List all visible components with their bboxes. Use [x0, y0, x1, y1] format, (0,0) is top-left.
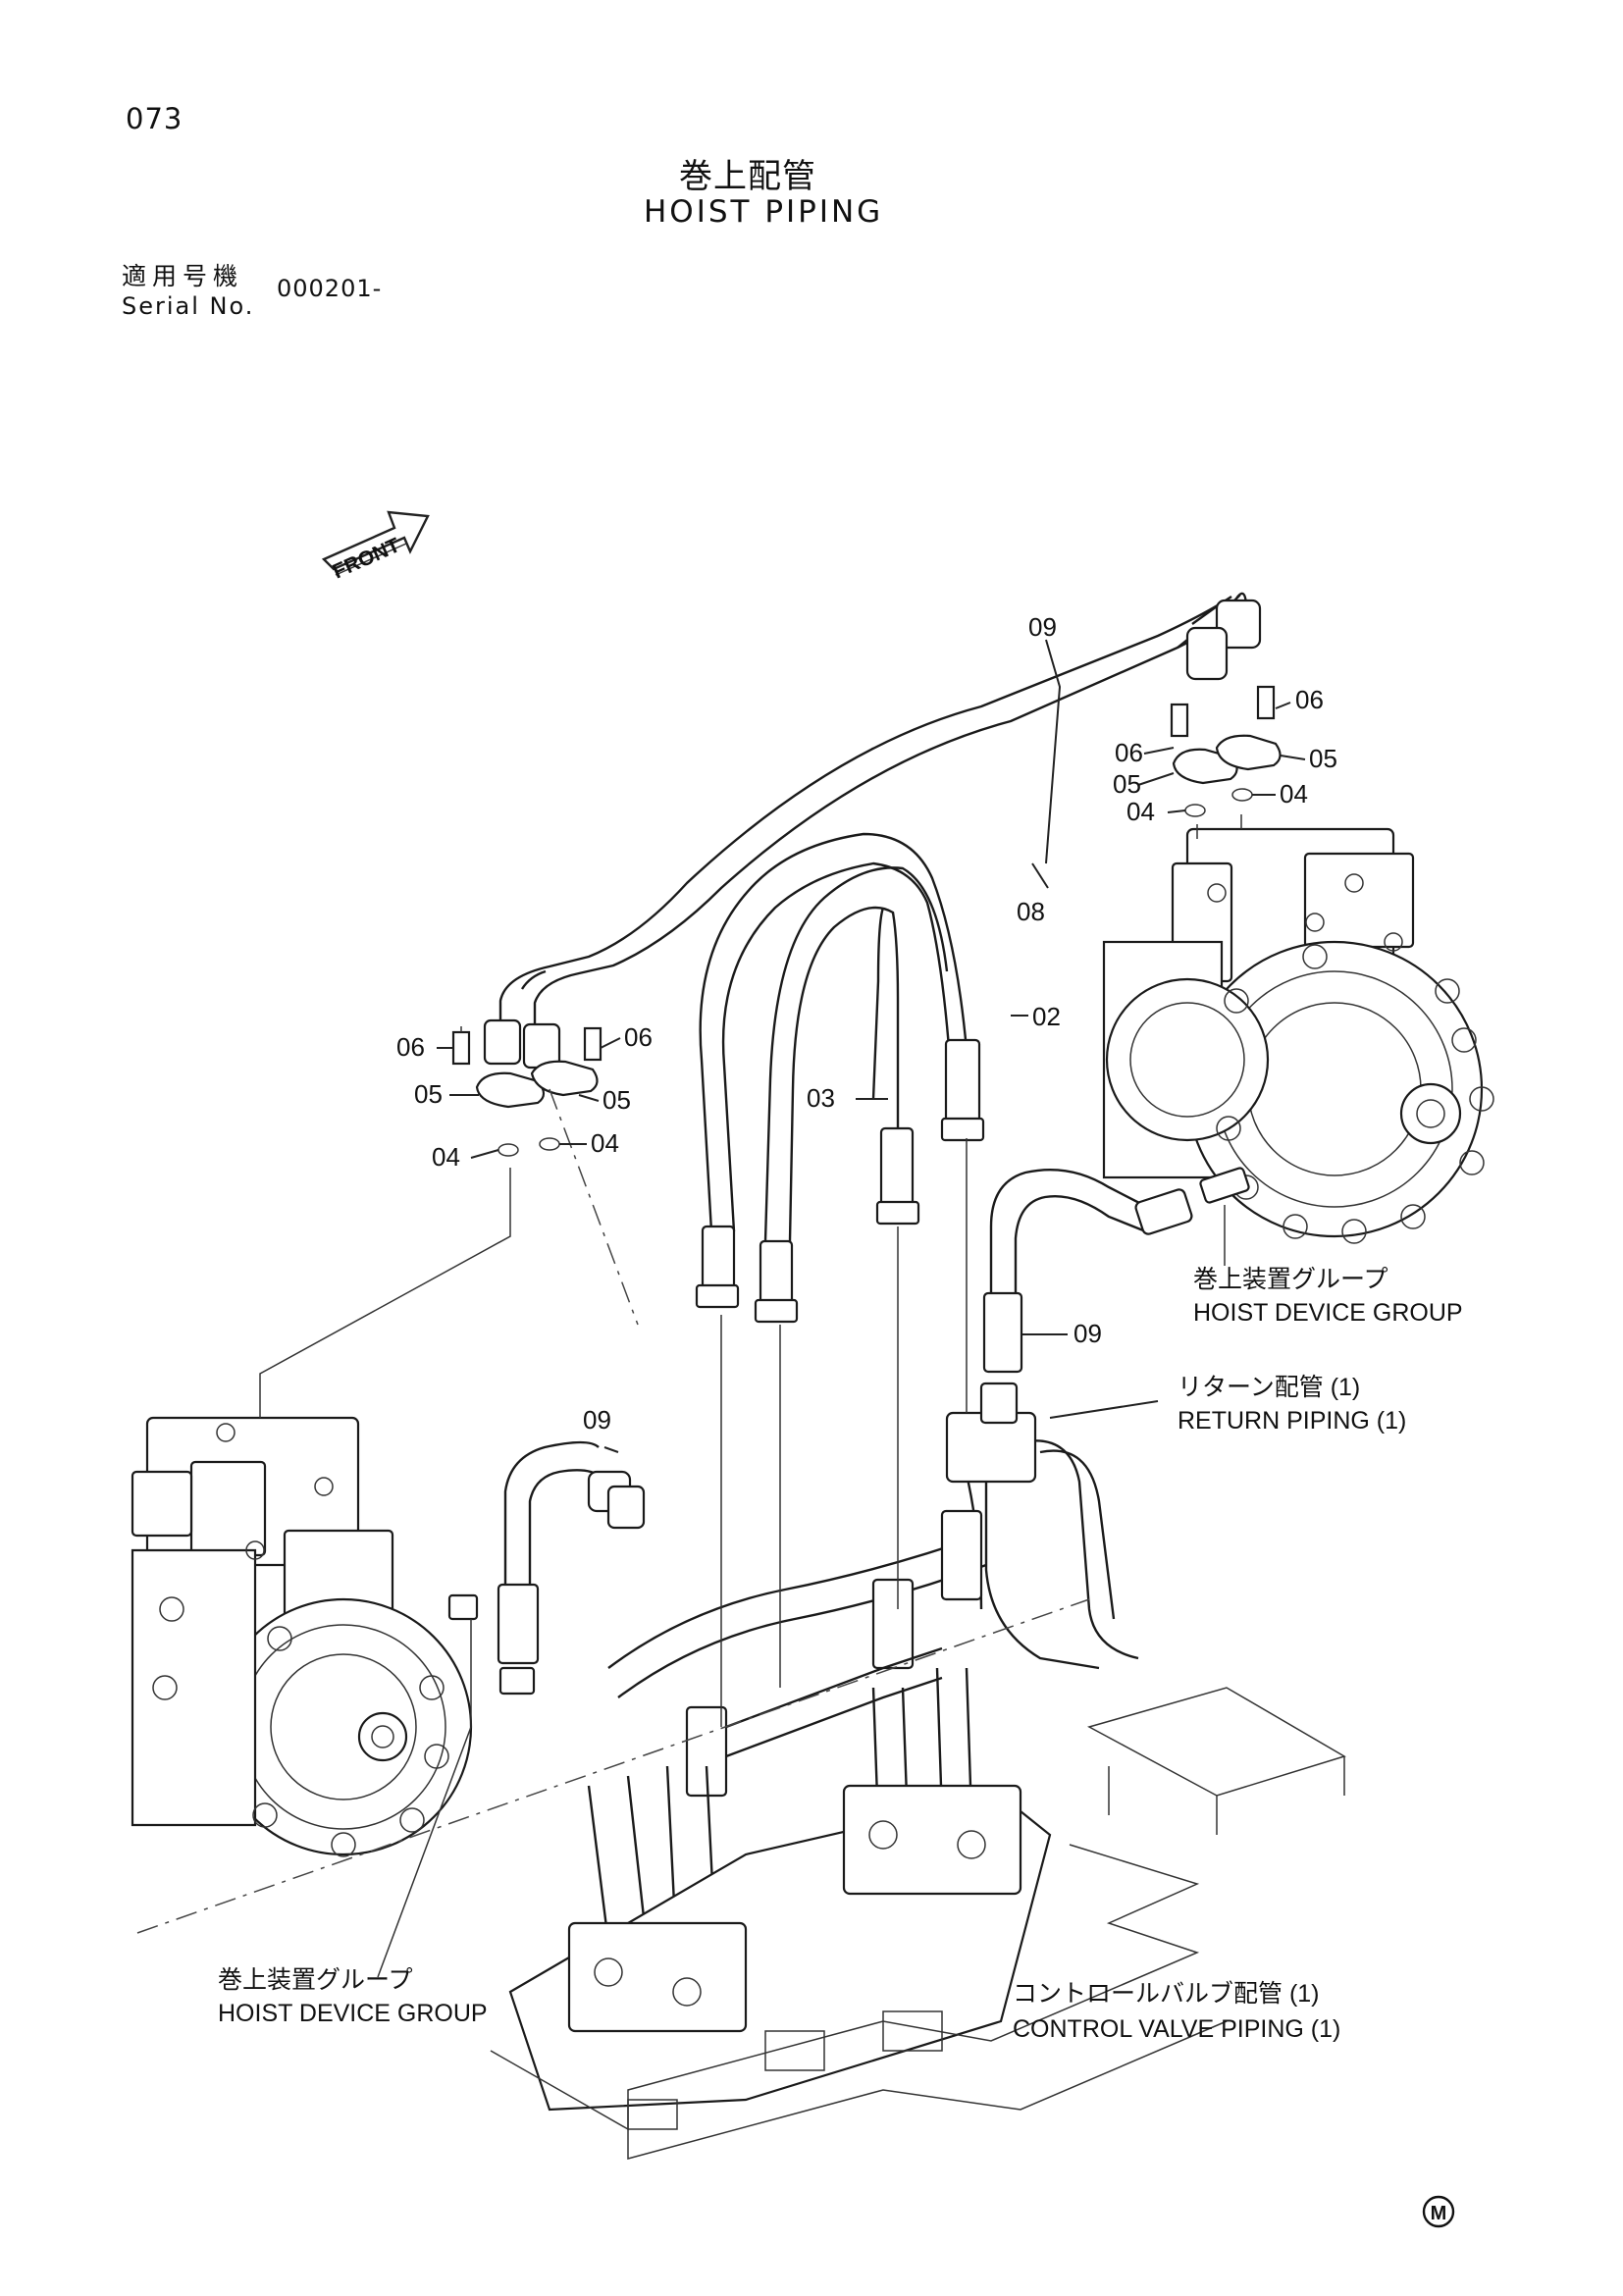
callout-02: 02: [1032, 1002, 1061, 1031]
serial-label-jp: 適用号機: [122, 262, 244, 290]
callout-labels: 09 08 02 03 09 09 06 06 05 05 04 04 06 0…: [396, 612, 1337, 1435]
callout-06-right-a: 06: [1295, 685, 1324, 714]
return-and-control-valve-piping: [587, 1382, 1139, 1963]
callout-09-left: 09: [583, 1405, 611, 1435]
return-piping-en: RETURN PIPING (1): [1178, 1407, 1406, 1435]
callout-03: 03: [807, 1083, 835, 1113]
callout-04-right-b: 04: [1126, 797, 1155, 826]
front-arrow-icon: FRONT: [321, 510, 430, 584]
callout-05-left-a: 05: [414, 1079, 443, 1109]
serial-value: 000201-: [277, 275, 383, 302]
callout-04-left-b: 04: [591, 1128, 619, 1158]
control-valve-piping-en: CONTROL VALVE PIPING (1): [1013, 2015, 1340, 2043]
hoist-device-group-left-jp: 巻上装置グループ: [218, 1966, 413, 1994]
page-number: 073: [126, 102, 183, 135]
callout-09-right: 09: [1073, 1319, 1102, 1348]
callout-04-left-a: 04: [432, 1142, 460, 1172]
hoist-device-right: [1102, 827, 1494, 1244]
page-title-en: HOIST PIPING: [644, 194, 884, 230]
hoist-device-group-right-en: HOIST DEVICE GROUP: [1193, 1299, 1463, 1327]
callout-leaders: [437, 639, 1306, 1453]
hose-02-03: [695, 832, 985, 1324]
reference-lines: [136, 814, 1242, 1978]
corner-mark-icon: M: [1422, 2195, 1455, 2228]
callout-08: 09: [1028, 612, 1057, 642]
callout-06-left-b: 06: [624, 1022, 653, 1052]
control-valve-piping-jp: コントロールバルブ配管 (1): [1013, 1980, 1320, 2008]
hoist-device-group-right-jp: 巻上装置グループ: [1193, 1266, 1388, 1293]
hose-09-right: [982, 1167, 1250, 1374]
hoist-device-left: [131, 1416, 473, 1857]
page-title-jp: 巻上配管: [679, 157, 816, 196]
corner-mark-label: M: [1431, 2203, 1447, 2224]
callout-06-left-a: 06: [396, 1032, 425, 1062]
callout-05-left-b: 05: [602, 1085, 631, 1115]
callout-06-right-b: 06: [1115, 738, 1143, 767]
serial-label-en: Serial No.: [122, 292, 255, 320]
hose-09-left: [447, 1440, 646, 1696]
assembly-labels: 巻上装置グループ HOIST DEVICE GROUP リターン配管 (1) R…: [218, 1266, 1463, 2043]
control-valve-assembly: [490, 1687, 1346, 2160]
return-piping-jp: リターン配管 (1): [1178, 1374, 1360, 1401]
flange-hardware-right: [1170, 685, 1282, 817]
callout-04-right-a: 04: [1280, 779, 1308, 809]
callout-05-right-b: 05: [1113, 769, 1141, 799]
callout-05-right-a: 05: [1309, 744, 1337, 773]
hoist-device-group-left-en: HOIST DEVICE GROUP: [218, 2000, 488, 2027]
callout-07: 08: [1017, 897, 1045, 926]
